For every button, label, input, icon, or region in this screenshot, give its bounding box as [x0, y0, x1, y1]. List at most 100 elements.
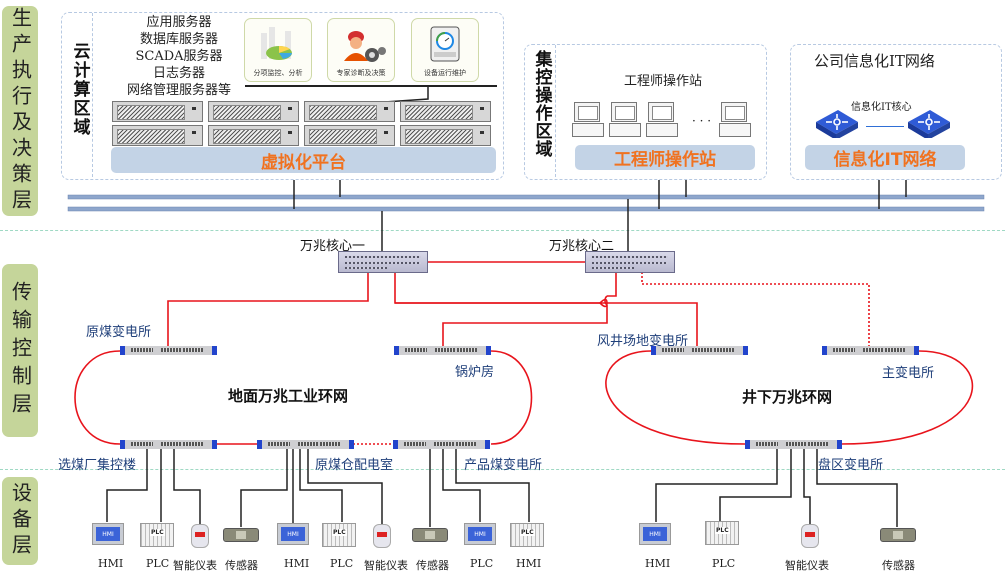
site-label: 盘区变电所: [818, 458, 884, 473]
it-zone-title: 公司信息化IT网络: [814, 52, 935, 70]
it-core-switch-icon[interactable]: [812, 108, 858, 138]
core-switch-1[interactable]: [338, 251, 428, 273]
sensor-device-icon[interactable]: [412, 528, 448, 542]
server-rack: [304, 101, 395, 122]
hmi-screen-text: HMI: [96, 527, 120, 541]
plc-device-icon[interactable]: PLC: [705, 521, 739, 545]
ring-switch-product-coal-substation[interactable]: [393, 440, 490, 449]
smart-meter-icon[interactable]: [373, 524, 391, 548]
server-rack: [112, 125, 203, 146]
engineer-workstation-icon[interactable]: [719, 102, 751, 138]
app-bus-line: [245, 85, 497, 87]
it-core-interlink: [866, 126, 904, 127]
device-label: HMI: [516, 557, 542, 570]
plc-face-text: PLC: [332, 529, 347, 536]
smart-meter-icon[interactable]: [191, 524, 209, 548]
device-label: PLC: [470, 557, 494, 570]
control-zone-title: 集控操作区域: [530, 50, 552, 158]
layer-label-text: 生产执行及决策层: [8, 7, 33, 215]
device-label: 智能仪表: [785, 559, 829, 572]
site-label: 风井场地变电所: [597, 334, 689, 349]
virtualization-platform[interactable]: 虚拟化平台: [111, 147, 496, 173]
plc-device-icon[interactable]: PLC: [322, 523, 356, 547]
zone-separator: [92, 13, 93, 177]
layer-label-transport: 传输控制层: [2, 264, 38, 437]
layer-label-device: 设备层: [2, 477, 38, 565]
engineer-workstation-icon[interactable]: [572, 102, 604, 138]
hmi-device-icon[interactable]: HMI: [277, 523, 309, 545]
app-card-monitoring[interactable]: 分项监控、分析: [244, 18, 312, 82]
ring-switch-boiler-room[interactable]: [394, 346, 491, 355]
plc-device-icon[interactable]: PLC: [140, 523, 174, 547]
app-card-label: 分项监控、分析: [253, 69, 303, 77]
core-switch-2-label: 万兆核心二: [549, 239, 615, 254]
server-list-item: SCADA服务器: [135, 49, 223, 64]
server-rack: [112, 101, 203, 122]
sensor-device-icon[interactable]: [880, 528, 916, 542]
app-card-diagnosis[interactable]: 专家诊断及决策: [327, 18, 395, 82]
backbone-bus-lower: [67, 206, 985, 212]
server-rack: [400, 101, 491, 122]
server-list: 应用服务器 数据库服务器 SCADA服务器 日志务器 网络管理服务器等: [112, 14, 246, 99]
ring-switch-prep-plant-control[interactable]: [120, 440, 217, 449]
it-core-switch-icon[interactable]: [904, 108, 950, 138]
more-workstations-ellipsis: · · ·: [692, 114, 712, 128]
site-label: 原煤仓配电室: [315, 458, 394, 473]
ring-switch-raw-coal-bunker[interactable]: [257, 440, 354, 449]
sensor-device-icon[interactable]: [223, 528, 259, 542]
device-label: 传感器: [416, 559, 449, 572]
hmi-device-icon[interactable]: HMI: [464, 523, 496, 545]
app-card-label: 设备运行维护: [424, 69, 466, 77]
core-links: [167, 261, 698, 346]
layer-label-decision: 生产执行及决策层: [2, 6, 38, 216]
app-card-label: 专家诊断及决策: [336, 69, 386, 77]
device-label: 智能仪表: [173, 559, 217, 572]
device-label: PLC: [712, 557, 736, 570]
engineer-station-platform[interactable]: 工程师操作站: [575, 145, 755, 170]
layer-label-text: 传输控制层: [8, 280, 33, 421]
hmi-screen-text: HMI: [281, 527, 305, 541]
device-label: 传感器: [225, 559, 258, 572]
it-network-platform[interactable]: 信息化IT网络: [805, 145, 965, 170]
expert-user-icon: [344, 31, 386, 62]
device-label: HMI: [284, 557, 310, 570]
hmi-device-icon[interactable]: HMI: [639, 523, 671, 545]
site-label: 产品煤变电所: [464, 458, 543, 473]
chart-analysis-icon: [261, 27, 292, 60]
underground-ring-links: [605, 350, 974, 445]
server-rack: [208, 101, 299, 122]
site-label: 选煤厂集控楼: [58, 458, 137, 473]
engineer-workstation-icon[interactable]: [646, 102, 678, 138]
site-label: 原煤变电所: [86, 325, 152, 340]
ring-switch-main-substation[interactable]: [822, 346, 919, 355]
zone-separator: [555, 45, 556, 177]
device-label: PLC: [330, 557, 354, 570]
it-core-caption: 信息化IT核心: [851, 102, 912, 113]
device-label: 传感器: [882, 559, 915, 572]
site-label: 主变电所: [882, 366, 935, 381]
layer-divider: [0, 469, 1005, 470]
ring-switch-air-shaft-substation[interactable]: [651, 346, 748, 355]
smart-meter-icon[interactable]: [801, 524, 819, 548]
app-card-maintenance[interactable]: 设备运行维护: [411, 18, 479, 82]
server-rack: [400, 125, 491, 146]
hmi-screen-text: HMI: [468, 527, 492, 541]
device-label: 智能仪表: [364, 559, 408, 572]
core-switch-2[interactable]: [585, 251, 675, 273]
plc-device-icon[interactable]: PLC: [510, 523, 544, 547]
cloud-zone-title-text: 云计算区域: [69, 42, 90, 137]
server-list-item: 数据库服务器: [139, 32, 218, 47]
layer-divider: [0, 230, 1005, 231]
engineer-workstation-icon[interactable]: [609, 102, 641, 138]
server-list-item: 网络管理服务器等: [126, 83, 231, 98]
plc-face-text: PLC: [150, 529, 165, 536]
hmi-device-icon[interactable]: HMI: [92, 523, 124, 545]
device-label: HMI: [645, 557, 671, 570]
ring-switch-panel-substation[interactable]: [745, 440, 842, 449]
device-label: PLC: [146, 557, 170, 570]
ring-switch-raw-coal-substation[interactable]: [120, 346, 217, 355]
server-rack: [304, 125, 395, 146]
backbone-bus-upper: [67, 194, 985, 200]
maintenance-gauge-icon: [430, 26, 460, 62]
